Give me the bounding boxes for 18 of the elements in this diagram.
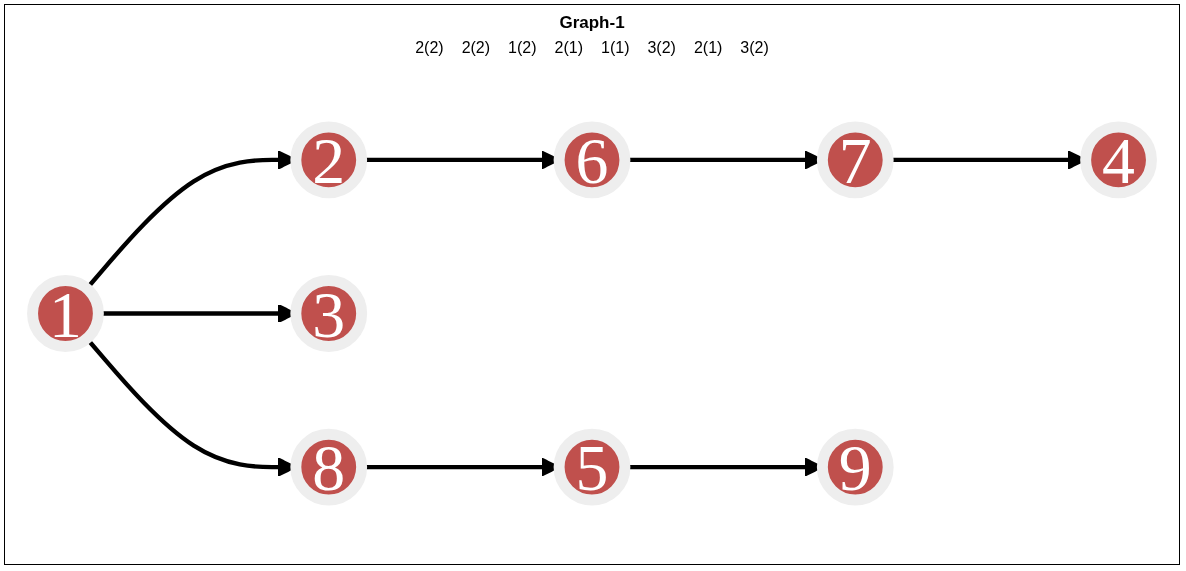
weight-label: 1(1) <box>601 39 630 57</box>
node-circle: 1 <box>27 275 104 352</box>
node-circle: 5 <box>553 428 631 506</box>
node-circle: 9 <box>816 428 894 506</box>
node-circle: 8 <box>290 428 368 506</box>
weight-label: 3(2) <box>740 39 769 57</box>
weight-label: 2(1) <box>693 39 723 57</box>
weight-label: 2(2) <box>461 39 491 57</box>
weight-label: 2(2) <box>415 39 444 57</box>
node-circle: 6 <box>553 121 631 199</box>
node-circle: 4 <box>1080 121 1157 199</box>
node-circle: 3 <box>290 275 368 352</box>
node-circle: 2 <box>290 121 368 199</box>
diagram-title: Graph-1 <box>558 13 626 33</box>
weight-label: 3(2) <box>647 39 676 57</box>
node-circle: 7 <box>816 121 894 199</box>
weight-label: 1(2) <box>508 39 537 57</box>
weight-label: 2(1) <box>554 39 583 57</box>
